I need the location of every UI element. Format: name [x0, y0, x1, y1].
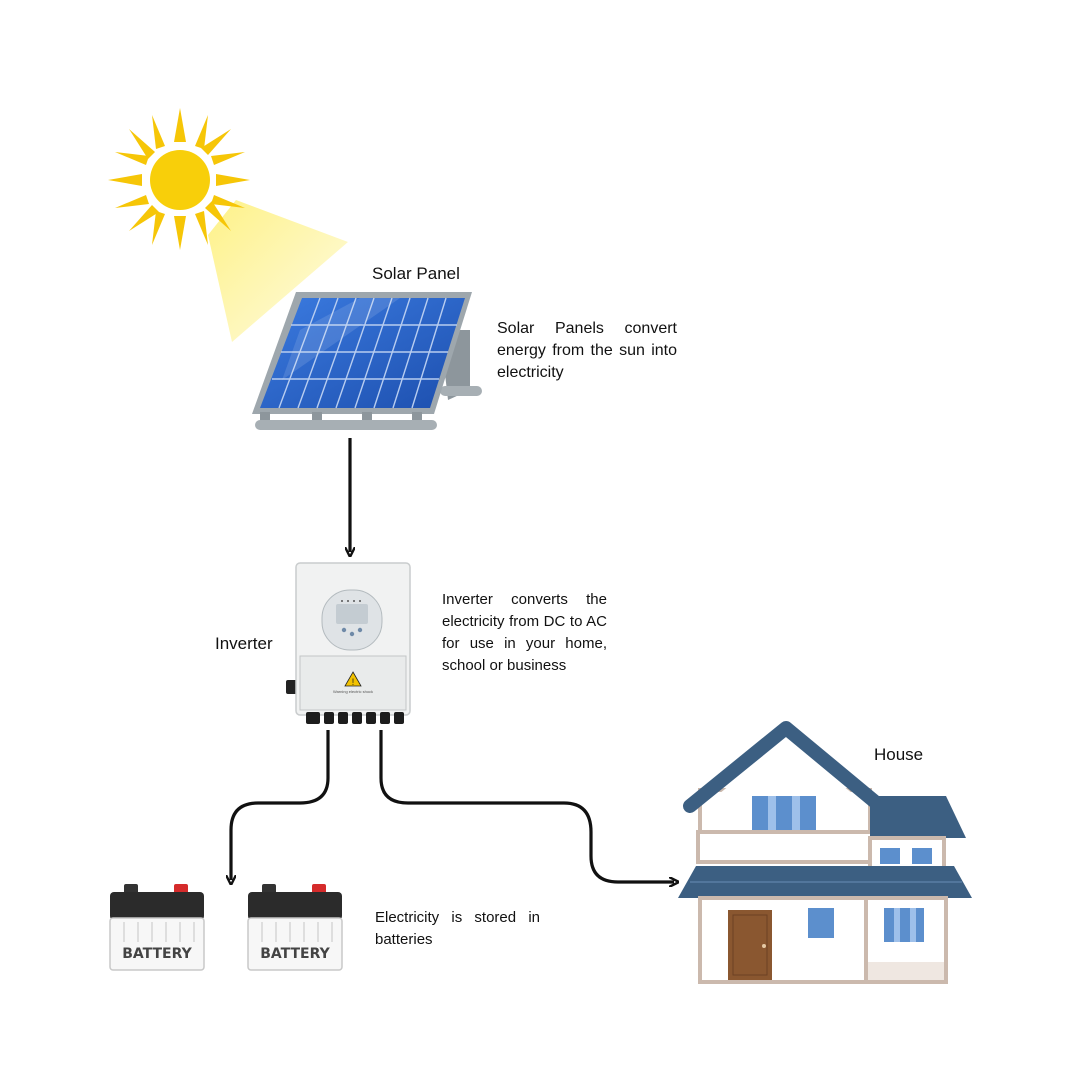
solar-panel-illustration	[252, 292, 482, 430]
inverter-warning-text: Warning electric shock	[332, 689, 374, 694]
solar-panel-label: Solar Panel	[372, 264, 460, 283]
batteries-description: Electricity is stored in batteries	[375, 909, 540, 948]
inverter-description: Inverter converts the electricity from D…	[442, 591, 607, 674]
inverter-illustration: !	[286, 562, 411, 724]
sun-beam	[208, 200, 348, 342]
svg-text:!: !	[352, 677, 355, 687]
solar-panel-description: Solar Panels convert energy from the sun…	[497, 320, 677, 381]
battery-illustration-2	[247, 884, 343, 971]
inverter-label: Inverter	[215, 634, 273, 653]
house-label: House	[874, 745, 924, 764]
battery-illustration-1	[109, 884, 205, 971]
arrow-inverter-to-house	[379, 730, 674, 882]
arrow-inverter-to-batteries	[231, 730, 330, 880]
battery-1-label: BATTERY	[122, 946, 192, 962]
battery-2-label: BATTERY	[260, 946, 330, 962]
house-illustration	[678, 721, 972, 984]
sun-icon	[108, 108, 250, 250]
